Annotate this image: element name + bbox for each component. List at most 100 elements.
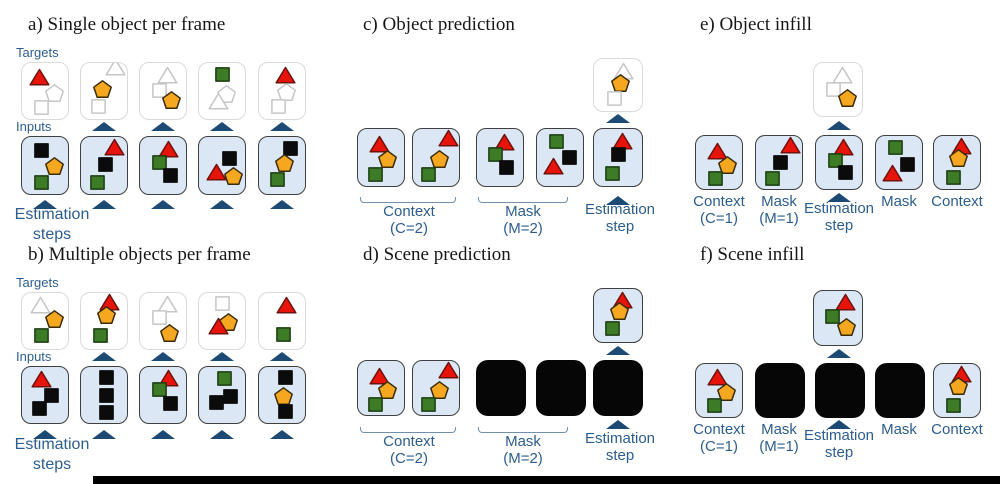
green-square-shape xyxy=(945,398,961,413)
black-square-shape xyxy=(99,405,115,421)
label-estimation: Estimation xyxy=(14,436,90,453)
target-frame xyxy=(813,62,863,117)
green-square-shape xyxy=(89,174,105,190)
orange-pentagon-shape xyxy=(838,89,857,108)
black-square-shape xyxy=(611,146,626,162)
up-arrow-icon xyxy=(606,420,630,429)
target-frame xyxy=(198,62,246,120)
label-context: Context xyxy=(693,193,745,210)
up-arrow-icon xyxy=(606,196,630,205)
up-arrow-icon xyxy=(210,352,234,361)
target-frame xyxy=(593,58,643,112)
orange-pentagon-shape xyxy=(378,381,398,400)
outline-square-shape xyxy=(90,99,106,114)
up-arrow-icon xyxy=(210,122,234,131)
green-square-shape xyxy=(549,133,565,149)
up-arrow-icon xyxy=(270,430,294,439)
orange-pentagon-shape xyxy=(610,302,629,321)
up-arrow-icon xyxy=(827,420,851,429)
green-square-shape xyxy=(707,171,723,187)
outline-pentagon-shape xyxy=(217,85,237,104)
up-arrow-icon xyxy=(151,430,175,439)
panel-title-f: f) Scene infill xyxy=(700,244,805,265)
input-frame xyxy=(695,135,743,190)
label-context: Context xyxy=(931,193,983,210)
orange-pentagon-shape xyxy=(274,386,294,405)
outline-square-shape xyxy=(215,296,231,311)
green-square-shape xyxy=(276,326,292,342)
input-frame xyxy=(875,135,923,190)
label-m-1: (M=1) xyxy=(759,210,799,227)
up-arrow-icon xyxy=(270,122,294,131)
label-context: Context xyxy=(693,421,745,438)
label-context: Context xyxy=(931,421,983,438)
target-frame xyxy=(139,292,187,350)
green-square-shape xyxy=(215,67,231,82)
panel-title-e: e) Object infill xyxy=(700,14,812,35)
label-step: step xyxy=(605,218,635,235)
group-bracket xyxy=(360,197,456,203)
orange-pentagon-shape xyxy=(219,312,239,331)
red-triangle-shape xyxy=(31,370,52,388)
target-frame xyxy=(80,292,128,350)
red-triangle-shape xyxy=(158,369,179,387)
red-triangle-shape xyxy=(438,129,459,147)
outline-pentagon-shape xyxy=(45,83,64,102)
red-triangle-shape xyxy=(706,142,728,160)
panel-title-a: a) Single object per frame xyxy=(28,14,226,35)
input-frame xyxy=(412,128,460,187)
red-triangle-shape xyxy=(275,66,296,84)
black-square-shape xyxy=(163,167,178,183)
mask-frame xyxy=(536,360,586,416)
label-c-1: (C=1) xyxy=(700,210,738,227)
orange-pentagon-shape xyxy=(949,149,969,168)
black-square-shape xyxy=(31,400,47,416)
orange-pentagon-shape xyxy=(378,150,398,169)
outline-triangle-shape xyxy=(208,92,229,110)
up-arrow-icon xyxy=(827,349,851,358)
up-arrow-icon xyxy=(270,200,294,209)
outline-square-shape xyxy=(270,99,286,114)
black-square-shape xyxy=(223,389,238,404)
label-estimation: Estimation xyxy=(14,206,90,223)
green-square-shape xyxy=(605,321,620,336)
outline-square-shape xyxy=(34,100,50,115)
orange-pentagon-shape xyxy=(718,155,738,174)
input-frame xyxy=(412,360,460,416)
input-frame xyxy=(198,136,246,195)
green-square-shape xyxy=(269,172,285,188)
label-m-1: (M=1) xyxy=(759,438,799,455)
up-arrow-icon xyxy=(151,352,175,361)
label-mask: Mask xyxy=(761,193,797,210)
up-arrow-icon xyxy=(151,122,175,131)
up-arrow-icon xyxy=(92,352,116,361)
orange-pentagon-shape xyxy=(224,166,243,185)
label-targets: Targets xyxy=(16,275,59,290)
up-arrow-icon xyxy=(92,122,116,131)
label-c-2: (C=2) xyxy=(390,220,428,237)
green-square-shape xyxy=(33,174,49,190)
orange-pentagon-shape xyxy=(717,382,737,401)
up-arrow-icon xyxy=(606,346,630,355)
black-square-shape xyxy=(562,150,577,166)
label-estimation: Estimation xyxy=(584,201,656,218)
outline-square-shape xyxy=(152,310,168,326)
black-square-shape xyxy=(900,157,915,172)
up-arrow-icon xyxy=(827,193,851,202)
input-frame xyxy=(695,363,743,418)
green-square-shape xyxy=(420,396,436,412)
red-triangle-shape xyxy=(438,361,459,379)
black-square-shape xyxy=(283,141,298,156)
orange-pentagon-shape xyxy=(837,317,856,336)
input-frame xyxy=(139,366,187,424)
orange-pentagon-shape xyxy=(45,157,64,176)
red-triangle-shape xyxy=(104,138,125,156)
target-frame xyxy=(139,62,187,120)
black-square-shape xyxy=(99,388,115,403)
target-frame xyxy=(21,292,69,350)
green-square-shape xyxy=(888,140,904,156)
black-square-shape xyxy=(44,388,59,403)
